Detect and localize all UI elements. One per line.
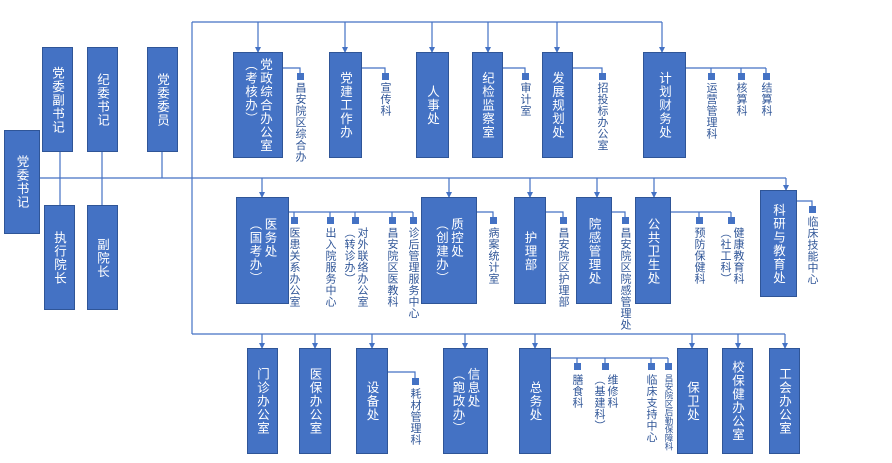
party-secretary-box[interactable]: 党委书记 <box>4 130 40 234</box>
party-building-sub-label: 宣传科 <box>379 82 392 117</box>
infection-control-box[interactable]: 院感管理处 <box>576 197 612 304</box>
general-office-sub-marker <box>297 73 304 80</box>
party-building-office-box[interactable]: 党建工作办 <box>329 52 362 158</box>
medical-affairs-box[interactable]: 医务处 （国考办） <box>236 197 289 304</box>
discipline-secretary-box[interactable]: 纪委书记 <box>87 47 118 152</box>
planning-sub-label: 招投标办公室 <box>596 82 609 151</box>
planning-sub-marker <box>599 73 606 80</box>
finance-sub1-label: 运营管理科 <box>705 82 718 140</box>
general-affairs-box[interactable]: 总务处 <box>519 348 551 454</box>
quality-sub-marker <box>490 217 497 224</box>
information-office-label: 信息处 （跑改办） <box>450 367 481 435</box>
general-affairs-sub4-label: 昌安院区后勤保障科 <box>663 374 673 451</box>
general-office-box[interactable]: 党政综合办公室 （考核办） <box>233 52 283 158</box>
nursing-box[interactable]: 护理部 <box>514 197 546 304</box>
information-office-box[interactable]: 信息处 （跑改办） <box>443 348 488 454</box>
nursing-sub-label: 昌安院区护理部 <box>557 227 570 308</box>
security-label: 保卫处 <box>685 380 700 422</box>
vice-president-label: 副院长 <box>95 237 110 278</box>
party-building-sub-marker <box>382 73 389 80</box>
insurance-office-box[interactable]: 医保办公室 <box>299 348 331 454</box>
research-education-box[interactable]: 科研与教育处 <box>760 190 797 297</box>
public-health-sub2-label: 健康教育科 （社工科） <box>719 227 745 285</box>
general-affairs-sub3-label: 临床支持中心 <box>645 374 658 443</box>
medical-sub2-marker <box>327 217 334 224</box>
infection-sub-marker <box>622 217 629 224</box>
finance-office-label: 计划财务处 <box>657 71 672 139</box>
equipment-sub-marker <box>412 378 419 385</box>
discipline-office-label: 纪检监察室 <box>480 71 495 139</box>
medical-sub5-label: 诊后管理服务中心 <box>407 227 420 319</box>
general-office-label: 党政综合办公室 （考核办） <box>243 57 273 153</box>
deputy-party-secretary-label: 党委副书记 <box>50 65 65 134</box>
party-committee-member-label: 党委委员 <box>155 72 170 127</box>
medical-sub3-marker <box>352 217 359 224</box>
general-affairs-sub2-marker <box>602 363 609 370</box>
vice-president-box[interactable]: 副院长 <box>87 205 118 310</box>
public-health-sub1-label: 预防保健科 <box>693 227 706 285</box>
general-affairs-sub3-marker <box>648 363 655 370</box>
research-education-label: 科研与教育处 <box>771 203 786 284</box>
medical-sub1-marker <box>291 217 298 224</box>
general-affairs-sub4-marker <box>665 363 672 370</box>
medical-sub3-label: 对外联络办公室 （转诊办） <box>343 227 369 308</box>
nursing-label: 护理部 <box>522 230 538 271</box>
public-health-label: 公共卫生处 <box>645 216 661 285</box>
party-building-office-label: 党建工作办 <box>338 71 353 139</box>
medical-sub4-marker <box>389 217 396 224</box>
infection-sub-label: 昌安院区院感管理处 <box>619 227 632 331</box>
discipline-office-box[interactable]: 纪检监察室 <box>472 52 503 158</box>
insurance-office-label: 医保办公室 <box>307 367 323 435</box>
quality-sub-label: 病案统计室 <box>487 227 500 285</box>
equipment-sub-label: 耗材管理科 <box>409 388 422 446</box>
general-affairs-sub1-marker <box>574 363 581 370</box>
equipment-office-label: 设备处 <box>364 380 380 422</box>
discipline-sub-label: 审计室 <box>519 82 532 117</box>
general-affairs-sub2-label: 维修科 （基建科） <box>593 374 619 432</box>
finance-sub3-marker <box>763 73 770 80</box>
public-health-sub1-marker <box>696 217 703 224</box>
general-office-sub-label: 昌安院区综合办 <box>294 82 307 163</box>
executive-president-label: 执行院长 <box>52 230 67 285</box>
finance-sub2-label: 核算科 <box>735 82 748 117</box>
outpatient-office-label: 门诊办公室 <box>255 367 270 435</box>
party-committee-member-box[interactable]: 党委委员 <box>147 47 178 152</box>
quality-control-label: 质控处 （创建办） <box>434 216 464 285</box>
union-office-label: 工会办公室 <box>777 367 792 435</box>
finance-sub1-marker <box>708 73 715 80</box>
medical-sub1-label: 医患关系办公室 <box>288 227 301 308</box>
planning-office-label: 发展规划处 <box>550 71 565 139</box>
hr-office-box[interactable]: 人事处 <box>416 52 449 158</box>
quality-control-box[interactable]: 质控处 （创建办） <box>421 197 477 304</box>
executive-president-box[interactable]: 执行院长 <box>44 205 75 310</box>
planning-office-box[interactable]: 发展规划处 <box>542 52 573 158</box>
research-sub-label: 临床技能中心 <box>806 216 819 285</box>
medical-affairs-label: 医务处 （国考办） <box>247 216 278 285</box>
discipline-secretary-label: 纪委书记 <box>95 72 110 127</box>
medical-sub4-label: 昌安院区医教科 <box>386 227 399 308</box>
equipment-office-box[interactable]: 设备处 <box>356 348 388 454</box>
general-affairs-label: 总务处 <box>527 380 543 422</box>
finance-office-box[interactable]: 计划财务处 <box>643 52 686 158</box>
medical-sub5-marker <box>410 217 417 224</box>
security-box[interactable]: 保卫处 <box>677 348 708 454</box>
general-affairs-sub1-label: 膳食科 <box>571 374 584 409</box>
school-health-office-box[interactable]: 校保健办公室 <box>722 348 753 454</box>
outpatient-office-box[interactable]: 门诊办公室 <box>247 348 278 454</box>
medical-sub2-label: 出入院服务中心 <box>324 227 337 308</box>
hr-office-label: 人事处 <box>425 84 440 126</box>
party-secretary-label: 党委书记 <box>14 155 30 209</box>
research-sub-marker <box>809 206 816 213</box>
public-health-sub2-marker <box>728 217 735 224</box>
finance-sub3-label: 结算科 <box>760 82 773 117</box>
finance-sub2-marker <box>738 73 745 80</box>
public-health-box[interactable]: 公共卫生处 <box>635 197 671 304</box>
union-office-box[interactable]: 工会办公室 <box>769 348 800 454</box>
infection-control-label: 院感管理处 <box>586 216 602 285</box>
school-health-office-label: 校保健办公室 <box>730 360 745 442</box>
deputy-party-secretary-box[interactable]: 党委副书记 <box>42 47 73 152</box>
nursing-sub-marker <box>560 217 567 224</box>
discipline-sub-marker <box>522 73 529 80</box>
